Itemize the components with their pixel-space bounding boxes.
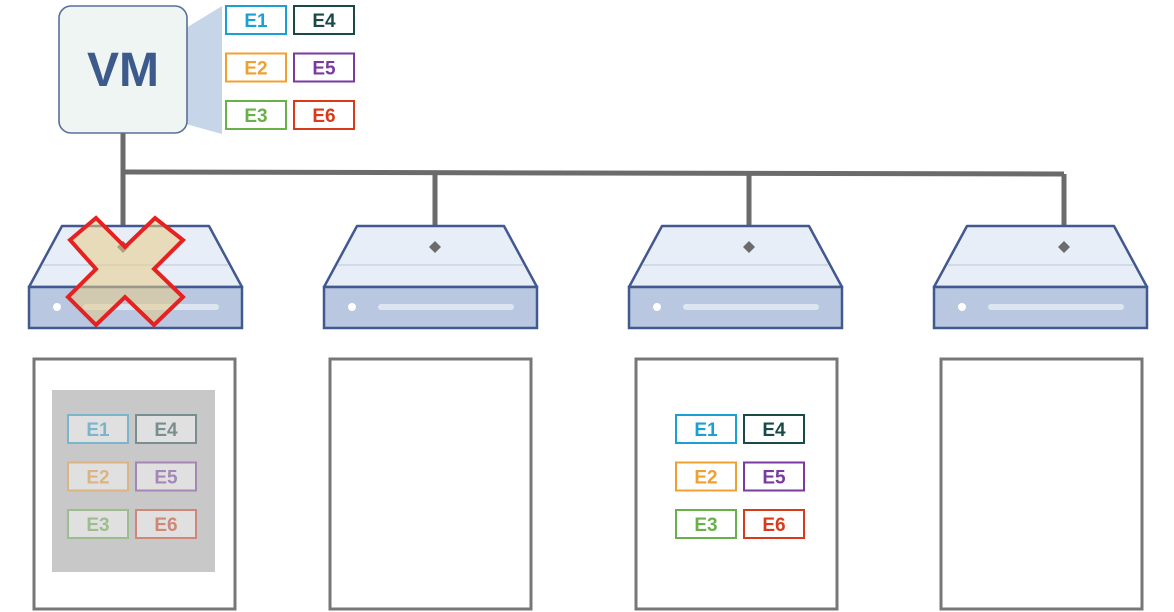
vm-chip-label: E3 — [244, 106, 267, 127]
server-3-chip-box — [743, 461, 805, 492]
vm-chip-e2: E2 — [225, 52, 287, 83]
port-diamond-icon — [743, 241, 755, 253]
vm-chip-e1: E1 — [225, 5, 287, 35]
vm-chip-label: E6 — [312, 106, 335, 127]
server-3-chip-label: E3 — [694, 515, 717, 536]
server-3-chip-e2: E2 — [675, 461, 737, 492]
server-1-chip-e5: E5 — [135, 461, 197, 492]
server-1-chip-label: E3 — [86, 515, 109, 536]
server-3-chip-label: E6 — [762, 515, 785, 536]
vm-uplink-wire — [120, 133, 1065, 177]
server-1-chip-box — [67, 461, 129, 492]
server-2-icon[interactable] — [322, 224, 539, 330]
server-4-panel — [939, 357, 1144, 611]
server-1-chip-label: E5 — [154, 468, 178, 489]
port-diamond-icon — [429, 241, 441, 253]
server-3-icon[interactable] — [627, 224, 844, 330]
server-3-chip-box — [675, 509, 737, 539]
server-led-icon — [53, 303, 61, 311]
server-1-chip-box — [67, 414, 129, 444]
server-1-chip-e2: E2 — [67, 461, 129, 492]
vm-chip-e3: E3 — [225, 100, 287, 130]
vm-chip-e6: E6 — [293, 100, 355, 130]
server-3-chip-box — [743, 509, 805, 539]
vm-chip-label: E1 — [244, 11, 268, 32]
server-3-chip-label: E4 — [762, 420, 786, 441]
server-1-chip-box — [135, 509, 197, 539]
server-row — [27, 224, 1149, 330]
server-1-faded-backdrop — [52, 390, 215, 572]
server-1-chip-box — [67, 509, 129, 539]
server-3-chip-box — [675, 461, 737, 492]
server-top — [627, 224, 844, 289]
server-1-chip-label: E4 — [154, 420, 178, 441]
vm-box — [58, 5, 188, 134]
port-diamond-icon — [1058, 241, 1070, 253]
server-drive-slot — [988, 304, 1124, 310]
server-3-chip-e4: E4 — [743, 414, 805, 444]
vm-chip-box — [293, 100, 355, 130]
server-drive-slot — [683, 304, 819, 310]
server-3-chip-box — [675, 414, 737, 444]
vm-label: VM — [87, 44, 159, 97]
server-led-icon — [653, 303, 661, 311]
vm-chip-label: E4 — [312, 11, 336, 32]
server-1-chip-e1: E1 — [67, 414, 129, 444]
server-3-chip-label: E2 — [694, 468, 717, 489]
server-2-panel — [328, 357, 533, 611]
server-3-chip-label: E5 — [762, 468, 786, 489]
server-led-icon — [348, 303, 356, 311]
server-1-chip-box — [135, 461, 197, 492]
server-top — [932, 224, 1149, 289]
server-1-chip-label: E2 — [86, 468, 109, 489]
vm-chip-e5: E5 — [293, 52, 355, 83]
vm-chip-box — [225, 100, 287, 130]
server-1-chip-e4: E4 — [135, 414, 197, 444]
server-1-chip-label: E6 — [154, 515, 177, 536]
server-3-chip-label: E1 — [694, 420, 718, 441]
failure-x-icon — [65, 215, 187, 328]
server-led-icon — [958, 303, 966, 311]
vm-chip-label: E2 — [244, 59, 267, 80]
server-1-chip-box — [135, 414, 197, 444]
server-3-chip-e1: E1 — [675, 414, 737, 444]
vm-chip-box — [225, 5, 287, 35]
vm-chip-box — [225, 52, 287, 83]
vm-chip-label: E5 — [312, 59, 336, 80]
server-1-chip-e3: E3 — [67, 509, 129, 539]
server-1-chip-e6: E6 — [135, 509, 197, 539]
server-top — [322, 224, 539, 289]
network-wires — [120, 133, 1067, 246]
vm-node[interactable]: VM — [58, 5, 188, 134]
server-3-chip-e3: E3 — [675, 509, 737, 539]
server-1-chip-label: E1 — [86, 420, 110, 441]
server-4-icon[interactable] — [932, 224, 1149, 330]
vm-chip-box — [293, 52, 355, 83]
vm-callout-wedge — [186, 6, 222, 134]
server-3-chip-e6: E6 — [743, 509, 805, 539]
vm-chip-box — [293, 5, 355, 35]
server-3-chip-e5: E5 — [743, 461, 805, 492]
server-drive-slot — [378, 304, 514, 310]
server-3-chip-box — [743, 414, 805, 444]
vm-chip-e4: E4 — [293, 5, 355, 35]
